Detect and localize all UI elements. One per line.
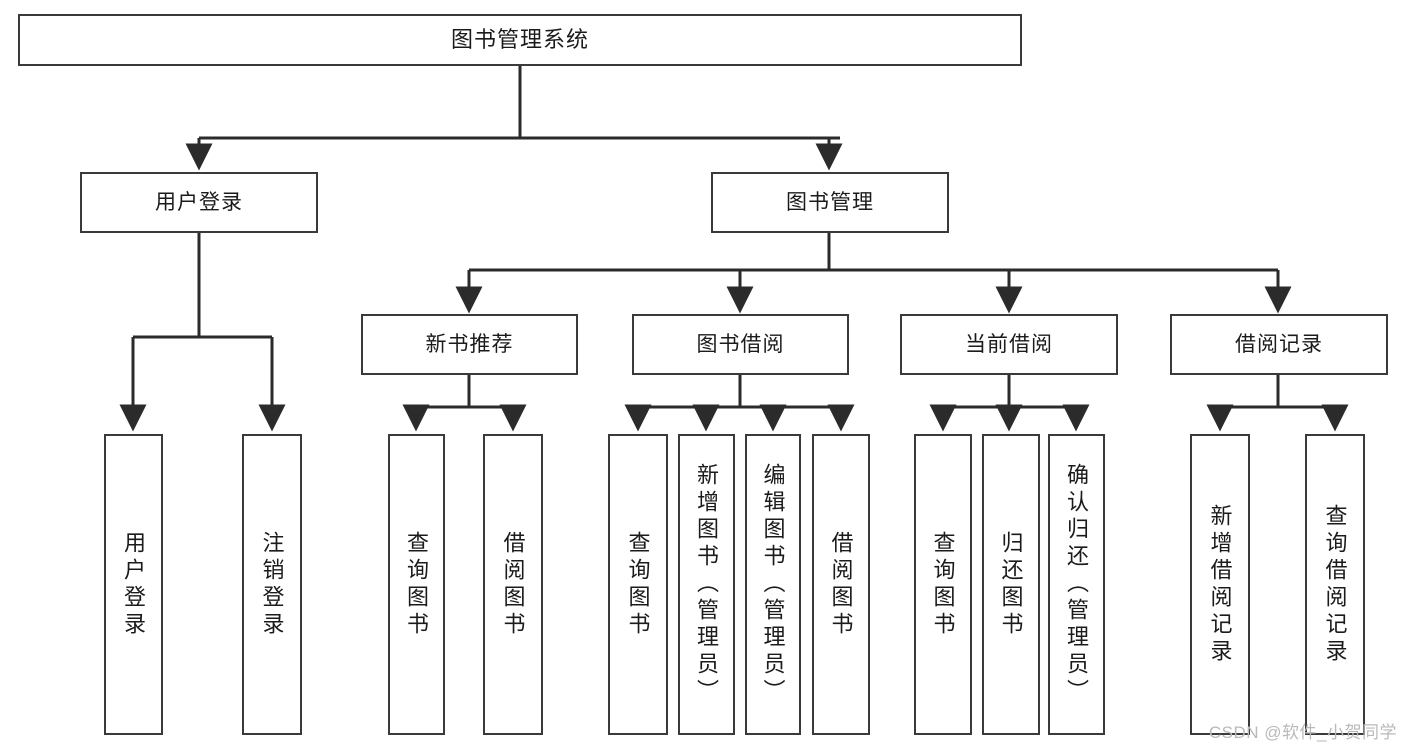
leaf-borrow-edit-book-admin[interactable]: 编辑图书（管理员） [745, 434, 801, 735]
leaf-current-query-book[interactable]: 查询图书 [914, 434, 972, 735]
leaf-current-return-book[interactable]: 归还图书 [982, 434, 1040, 735]
node-borrow-record[interactable]: 借阅记录 [1170, 314, 1388, 375]
node-book-management[interactable]: 图书管理 [711, 172, 949, 233]
node-current-borrow[interactable]: 当前借阅 [900, 314, 1118, 375]
leaf-borrow-add-book-admin[interactable]: 新增图书（管理员） [678, 434, 735, 735]
leaf-record-query-record[interactable]: 查询借阅记录 [1305, 434, 1365, 735]
leaf-recommend-query-book[interactable]: 查询图书 [388, 434, 445, 735]
leaf-current-confirm-return-admin[interactable]: 确认归还（管理员） [1048, 434, 1105, 735]
leaf-borrow-borrow-book[interactable]: 借阅图书 [812, 434, 870, 735]
node-book-borrow[interactable]: 图书借阅 [632, 314, 849, 375]
leaf-borrow-query-book[interactable]: 查询图书 [608, 434, 668, 735]
node-user-login[interactable]: 用户登录 [80, 172, 318, 233]
leaf-user-login-logout[interactable]: 注销登录 [242, 434, 302, 735]
leaf-user-login-login[interactable]: 用户登录 [104, 434, 163, 735]
leaf-recommend-borrow-book[interactable]: 借阅图书 [483, 434, 543, 735]
csdn-watermark: CSDN @软件_小贺同学 [1208, 723, 1397, 742]
node-new-book-recommend[interactable]: 新书推荐 [361, 314, 578, 375]
node-root-system[interactable]: 图书管理系统 [18, 14, 1022, 66]
leaf-record-add-record[interactable]: 新增借阅记录 [1190, 434, 1250, 735]
